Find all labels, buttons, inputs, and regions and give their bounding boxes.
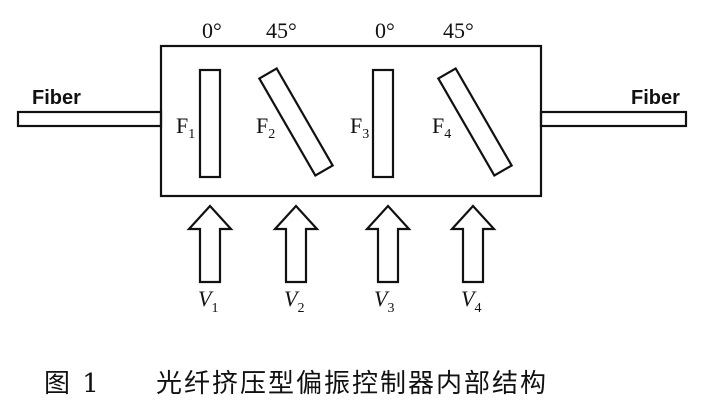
voltage-label-v3: V3 <box>374 286 394 316</box>
pressure-arrow-3 <box>364 204 412 284</box>
fiber-right <box>539 110 688 128</box>
pressure-arrow-4 <box>449 204 497 284</box>
angle-label-f1: 0° <box>202 18 222 43</box>
pressure-arrow-1 <box>186 204 234 284</box>
waveplate-f1 <box>198 68 222 179</box>
angle-label-f2: 45° <box>266 18 297 43</box>
filter-label-f3: F3 <box>350 113 369 142</box>
filter-label-f4: F4 <box>432 113 451 142</box>
filter-label-f2: F2 <box>256 113 275 142</box>
waveplate-f4 <box>436 66 514 178</box>
waveplate-f2 <box>257 66 335 178</box>
pressure-arrow-2 <box>272 204 320 284</box>
figure-caption: 光纤挤压型偏振控制器内部结构 <box>156 369 548 399</box>
fiber-left <box>16 110 163 128</box>
fiber-left-label: Fiber <box>32 87 81 109</box>
voltage-label-v2: V2 <box>284 286 304 316</box>
angle-label-f4: 45° <box>443 18 474 43</box>
fiber-right-label: Fiber <box>631 87 680 109</box>
filter-label-f1: F1 <box>176 113 195 142</box>
voltage-label-v1: V1 <box>198 286 218 316</box>
voltage-label-v4: V4 <box>461 286 481 316</box>
waveplate-f3 <box>371 68 395 179</box>
angle-label-f3: 0° <box>375 18 395 43</box>
controller-housing <box>159 44 543 198</box>
figure-number: 图 1 <box>44 369 101 399</box>
